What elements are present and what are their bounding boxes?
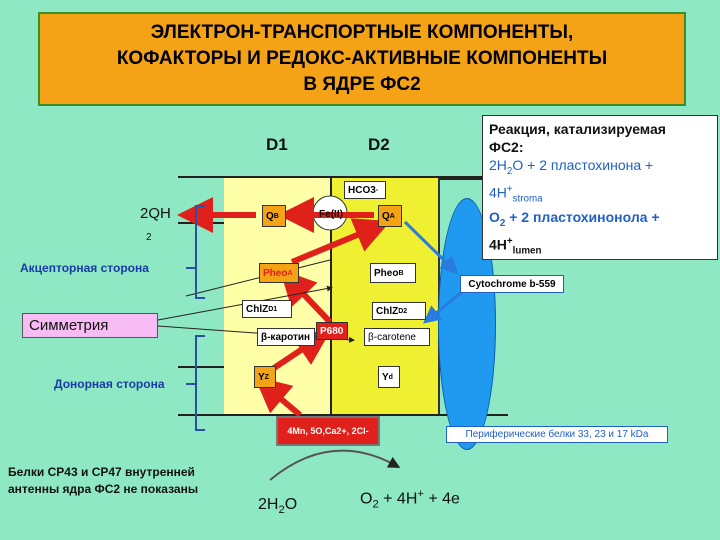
p680-box: P680 (316, 322, 348, 340)
arrow-p680-to-pheoa (279, 268, 333, 325)
membrane-bottom-line (178, 414, 508, 416)
arrow-qa-to-cytochrome (403, 220, 459, 275)
carotene-d2-box: β-carotene (364, 328, 430, 346)
acceptor-brace (186, 205, 205, 299)
symmetry-label: Симметрия (22, 313, 158, 338)
d1-d2-divider (330, 176, 332, 416)
membrane-top-line (178, 176, 508, 178)
water-oxidation-arc (269, 449, 401, 481)
arrow-mn-to-yz (254, 376, 302, 418)
arrow-pheoa-to-qa (290, 218, 391, 265)
d2-label: D2 (368, 135, 390, 154)
title-line-2: КОФАКТОРЫ И РЕДОКС-АКТИВНЫЕ КОМПОНЕНТЫ (116, 48, 608, 69)
reaction-heading-1: Реакция, катализируемая (489, 121, 666, 137)
title-line-1: ЭЛЕКТРОН-ТРАНСПОРТНЫЕ КОМПОНЕНТЫ, (150, 22, 574, 43)
reaction-box: Реакция, катализируемая ФС2: 2H2O + 2 пл… (482, 115, 718, 260)
antenna-note: Белки CP43 и CP47 внутренней антенны ядр… (8, 465, 199, 496)
reaction-line-4: 4H+lumen (489, 236, 542, 257)
reaction-line-2: 4H+stroma (489, 183, 543, 205)
fe-label: Fe(II) (319, 208, 343, 220)
acceptor-side-label: Акцепторная сторона (20, 261, 149, 275)
carotene-d1-box: β-каротин (257, 328, 315, 346)
water-label: 2H2O (258, 496, 298, 517)
arrow-cytochrome-to-chlz (423, 290, 463, 324)
hco3-box: HCO3- (344, 181, 386, 199)
membrane-inner-bottom-line (178, 366, 224, 368)
cytochrome-label: Cytochrome b-559 (460, 275, 564, 293)
symmetry-line-3 (185, 259, 331, 297)
donor-side-label: Донорная сторона (54, 377, 165, 391)
mn-cluster-box: 4Mn, 5O,Ca2+, 2Cl- (276, 416, 380, 446)
membrane-right-top-line (440, 178, 484, 180)
qh2-subscript: 2 (146, 232, 152, 243)
title-box: ЭЛЕКТРОН-ТРАНСПОРТНЫЕ КОМПОНЕНТЫ, КОФАКТ… (38, 12, 686, 106)
products-label: O2 + 4H+ + 4e (360, 488, 460, 511)
qh2-label: 2QH (140, 205, 171, 222)
reaction-line-3: O2 + 2 пластохинонола + (489, 209, 660, 230)
peripheral-proteins-label: Периферические белки 33, 23 и 17 kDa (446, 426, 668, 443)
donor-brace (186, 335, 205, 431)
reaction-heading-2: ФС2: (489, 139, 524, 155)
d1-label: D1 (266, 135, 288, 154)
reaction-line-1: 2H2O + 2 пластохинона + (489, 157, 654, 177)
title-line-3: В ЯДРЕ ФС2 (303, 74, 421, 95)
